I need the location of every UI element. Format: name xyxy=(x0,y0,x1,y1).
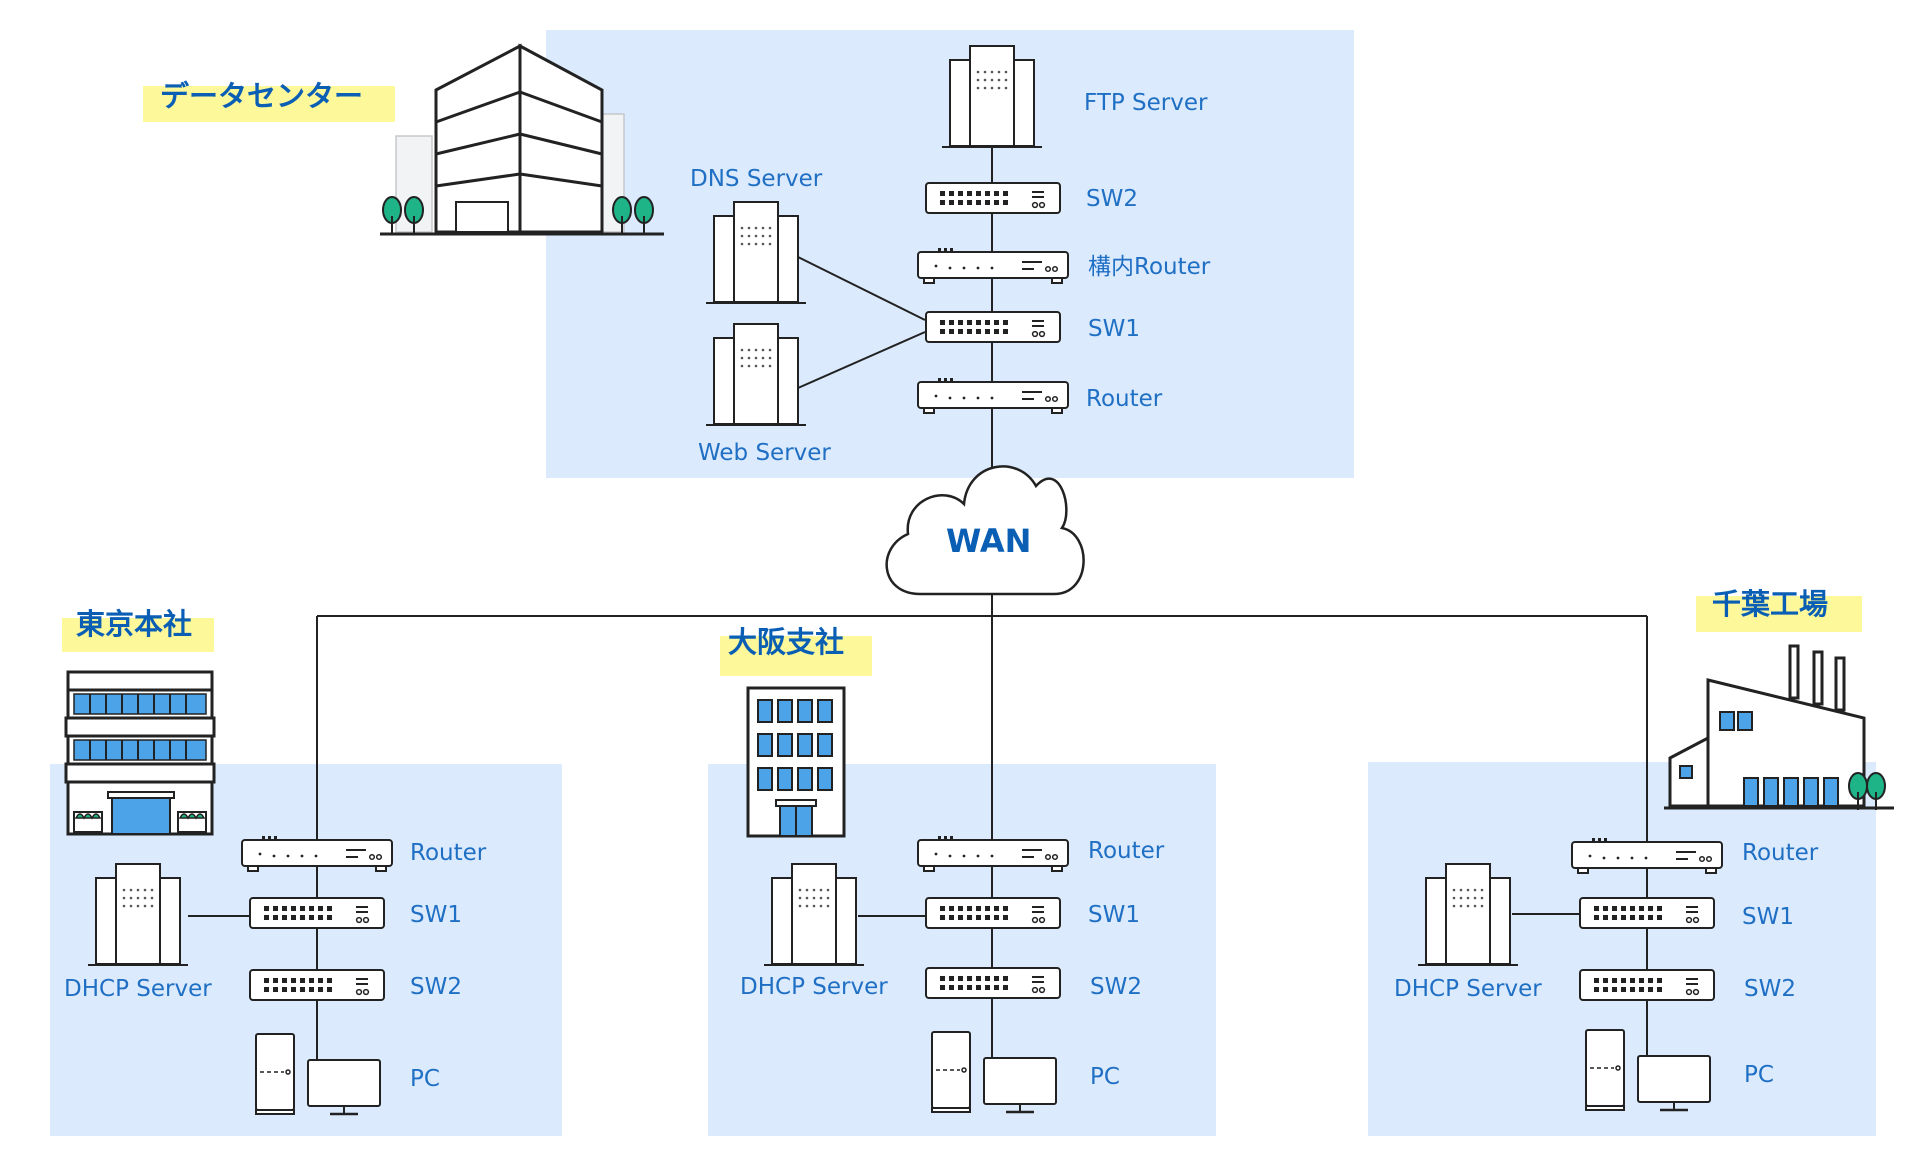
osaka-sw2-label: SW2 xyxy=(1090,974,1142,1000)
tokyo-sw2-label: SW2 xyxy=(410,974,462,1000)
datacenter-sw1-icon xyxy=(925,311,1061,343)
wan-label: WAN xyxy=(946,522,1031,560)
datacenter-router-icon xyxy=(917,377,1069,414)
datacenter-building-icon xyxy=(380,43,664,236)
osaka-sw1-icon xyxy=(925,897,1061,929)
chiba-sw1-icon xyxy=(1579,897,1715,929)
osaka-pc-label: PC xyxy=(1090,1064,1120,1090)
dns-server-label: DNS Server xyxy=(690,166,823,192)
chiba-sw2-label: SW2 xyxy=(1744,976,1796,1002)
tokyo-building-icon xyxy=(64,670,216,836)
tokyo-sw1-icon xyxy=(249,897,385,929)
tokyo-router-icon xyxy=(241,835,393,872)
chiba-title: 千葉工場 xyxy=(1712,587,1828,621)
datacenter-sw2-label: SW2 xyxy=(1086,186,1138,212)
chiba-dhcp-server-label: DHCP Server xyxy=(1394,976,1542,1002)
chiba-title-highlight xyxy=(1696,596,1862,632)
datacenter-sw1-label: SW1 xyxy=(1088,316,1140,342)
tokyo-pc-label: PC xyxy=(410,1066,440,1092)
tokyo-sw1-label: SW1 xyxy=(410,902,462,928)
osaka-router-icon xyxy=(917,835,1069,872)
ftp-server-icon xyxy=(941,45,1043,149)
chiba-sw2-icon xyxy=(1579,969,1715,1001)
tokyo-router-label: Router xyxy=(410,840,487,866)
datacenter-sw2-icon xyxy=(925,182,1061,214)
osaka-title-highlight xyxy=(720,636,872,676)
chiba-dhcp-server-icon xyxy=(1417,863,1519,967)
datacenter-title: データセンター xyxy=(160,79,363,113)
osaka-sw1-label: SW1 xyxy=(1088,902,1140,928)
datacenter-internal-router-icon xyxy=(917,247,1069,284)
osaka-router-label: Router xyxy=(1088,838,1165,864)
tokyo-dhcp-server-icon xyxy=(87,863,189,967)
tokyo-title: 東京本社 xyxy=(76,607,192,641)
chiba-router-icon xyxy=(1571,837,1723,874)
chiba-pc-label: PC xyxy=(1744,1062,1774,1088)
chiba-router-label: Router xyxy=(1742,840,1819,866)
tokyo-title-highlight xyxy=(62,618,214,652)
datacenter-router-label: Router xyxy=(1086,386,1163,412)
ftp-server-label: FTP Server xyxy=(1084,90,1208,116)
web-server-label: Web Server xyxy=(698,440,831,466)
osaka-sw2-icon xyxy=(925,967,1061,999)
osaka-building-icon xyxy=(746,686,846,838)
tokyo-dhcp-server-label: DHCP Server xyxy=(64,976,212,1002)
osaka-title: 大阪支社 xyxy=(728,625,844,659)
datacenter-title-highlight xyxy=(143,86,395,122)
osaka-dhcp-server-icon xyxy=(763,863,865,967)
chiba-sw1-label: SW1 xyxy=(1742,904,1794,930)
dns-server-icon xyxy=(705,201,807,305)
chiba-factory-icon xyxy=(1664,644,1894,811)
tokyo-sw2-icon xyxy=(249,969,385,1001)
datacenter-internal-router-label: 構内Router xyxy=(1088,254,1211,280)
web-server-icon xyxy=(705,323,807,427)
osaka-dhcp-server-label: DHCP Server xyxy=(740,974,888,1000)
wan-cloud-icon xyxy=(885,465,1085,596)
